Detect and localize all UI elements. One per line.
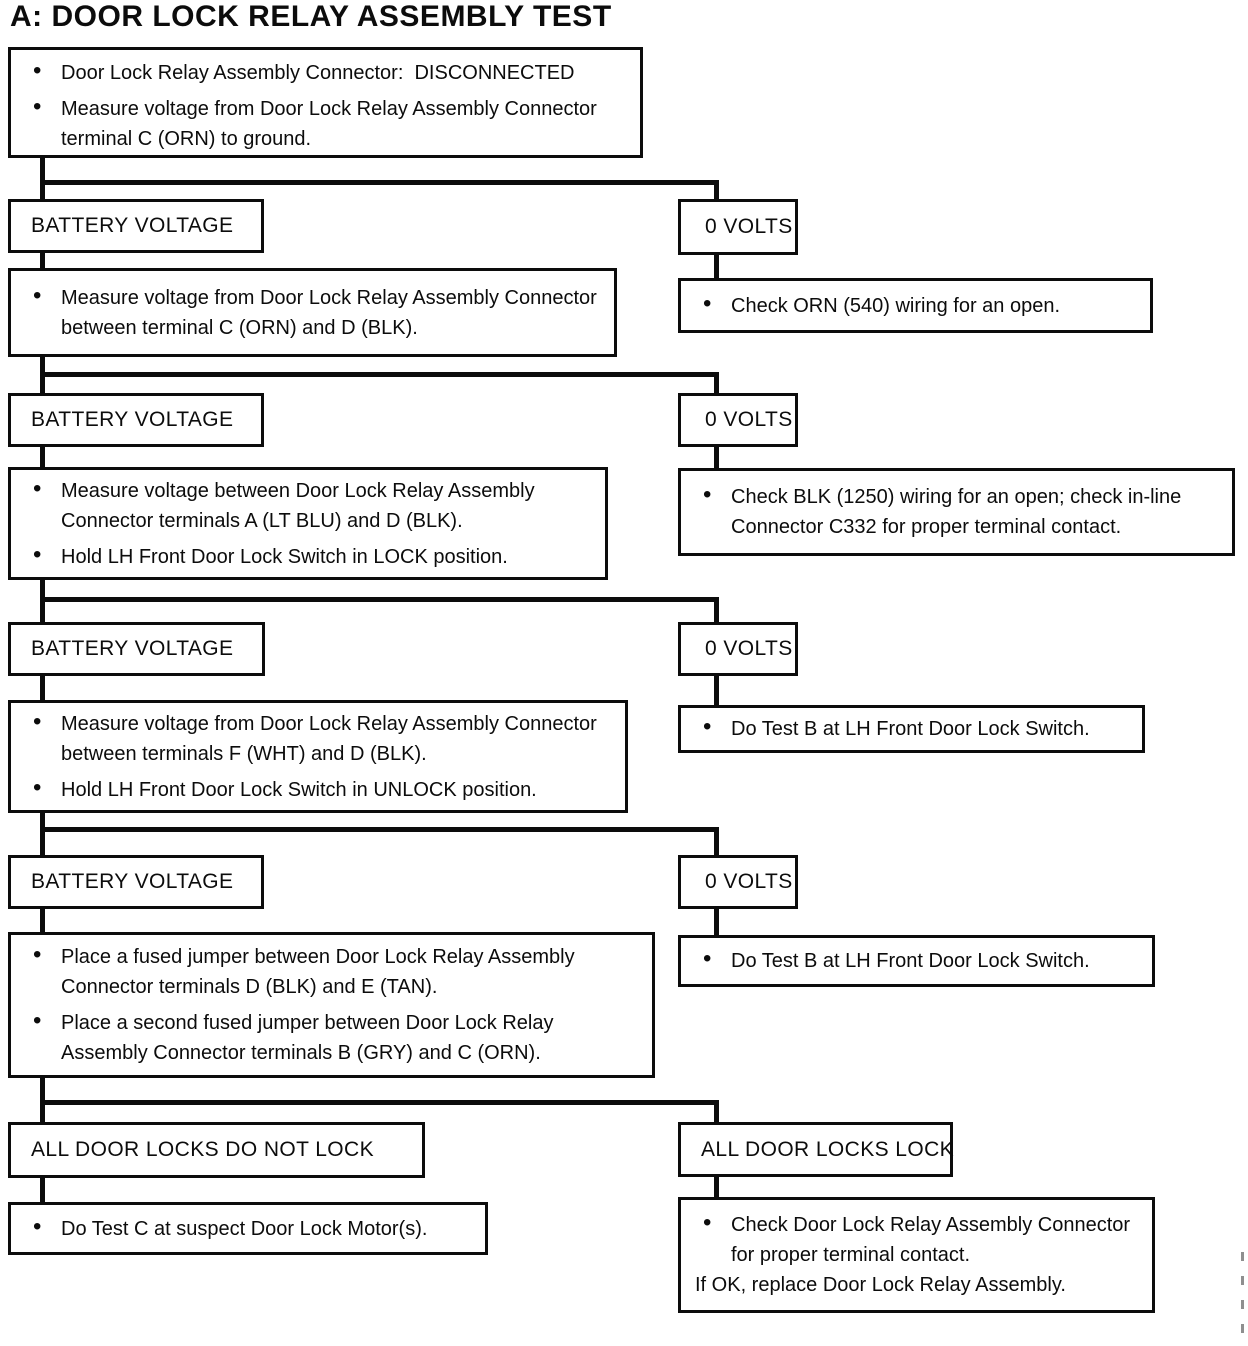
scan-artifact-mark [1241, 1252, 1244, 1261]
do-test-b-box-2: Do Test B at LH Front Door Lock Switch. [678, 935, 1155, 987]
scan-artifact-mark [1241, 1300, 1244, 1309]
measure-c-d-box: Measure voltage from Door Lock Relay Ass… [8, 268, 617, 357]
result-battery-voltage-4: BATTERY VOLTAGE [8, 855, 264, 909]
jumpers-box: Place a fused jumper between Door Lock R… [8, 932, 655, 1078]
connector-line [714, 255, 719, 278]
result-all-door-locks-lock: ALL DOOR LOCKS LOCK [678, 1122, 954, 1177]
result-zero-volts-2: 0 VOLTS [678, 393, 798, 447]
start-conditions-box: Door Lock Relay Assembly Connector: DISC… [8, 47, 643, 158]
connector-line [40, 180, 719, 185]
check-orn-box: Check ORN (540) wiring for an open. [678, 278, 1153, 333]
bullet-item: Do Test B at LH Front Door Lock Switch. [695, 944, 1138, 976]
bullet-item: Do Test C at suspect Door Lock Motor(s). [25, 1212, 471, 1244]
connector-line [40, 447, 45, 467]
bullet-item: Hold LH Front Door Lock Switch in LOCK p… [25, 540, 591, 572]
bullet-item: Place a second fused jumper between Door… [25, 1006, 638, 1068]
result-battery-voltage-1: BATTERY VOLTAGE [8, 199, 264, 253]
footer-line: If OK, replace Door Lock Relay Assembly. [695, 1274, 1066, 1296]
check-blk-box: Check BLK (1250) wiring for an open; che… [678, 468, 1235, 556]
page-title: A: DOOR LOCK RELAY ASSEMBLY TEST [10, 0, 612, 33]
scan-artifact-mark [1241, 1276, 1244, 1285]
result-battery-voltage-3: BATTERY VOLTAGE [8, 622, 265, 676]
connector-line [714, 447, 719, 468]
scan-artifact-mark [1241, 1324, 1244, 1333]
connector-line [714, 830, 719, 855]
bullet-item: Measure voltage between Door Lock Relay … [25, 474, 591, 536]
check-relay-box: Check Door Lock Relay Assembly Connector… [678, 1197, 1155, 1313]
connector-line [40, 909, 45, 932]
connector-line [714, 183, 719, 199]
result-zero-volts-3: 0 VOLTS [678, 622, 798, 676]
bullet-item: Check ORN (540) wiring for an open. [695, 289, 1136, 321]
connector-line [714, 600, 719, 622]
connector-line [40, 1178, 45, 1202]
bullet-item: Check BLK (1250) wiring for an open; che… [695, 480, 1218, 542]
result-zero-volts-1: 0 VOLTS [678, 199, 798, 255]
bullet-item: Check Door Lock Relay Assembly Connector… [695, 1208, 1138, 1270]
result-all-door-locks-do-not-lock: ALL DOOR LOCKS DO NOT LOCK [8, 1122, 425, 1178]
connector-line [714, 909, 719, 935]
connector-line [40, 827, 719, 832]
do-test-b-box-1: Do Test B at LH Front Door Lock Switch. [678, 705, 1145, 753]
bullet-item: Measure voltage from Door Lock Relay Ass… [25, 281, 600, 343]
do-test-c-box: Do Test C at suspect Door Lock Motor(s). [8, 1202, 488, 1255]
measure-f-d-box: Measure voltage from Door Lock Relay Ass… [8, 700, 628, 813]
connector-line [40, 597, 719, 602]
bullet-item: Hold LH Front Door Lock Switch in UNLOCK… [25, 773, 611, 805]
connector-line [714, 1177, 719, 1197]
connector-line [40, 372, 719, 377]
bullet-item: Measure voltage from Door Lock Relay Ass… [25, 92, 626, 154]
connector-line [40, 813, 45, 855]
result-battery-voltage-2: BATTERY VOLTAGE [8, 393, 264, 447]
connector-line [40, 158, 45, 199]
connector-line [714, 676, 719, 705]
connector-line [714, 1103, 719, 1122]
bullet-item: Place a fused jumper between Door Lock R… [25, 940, 638, 1002]
bullet-item: Do Test B at LH Front Door Lock Switch. [695, 712, 1128, 744]
result-zero-volts-4: 0 VOLTS [678, 855, 798, 909]
connector-line [40, 253, 45, 268]
bullet-item: Door Lock Relay Assembly Connector: DISC… [25, 56, 626, 88]
connector-line [40, 676, 45, 700]
connector-line [40, 1100, 719, 1105]
bullet-item: Measure voltage from Door Lock Relay Ass… [25, 707, 611, 769]
measure-a-d-box: Measure voltage between Door Lock Relay … [8, 467, 608, 580]
connector-line [714, 375, 719, 393]
